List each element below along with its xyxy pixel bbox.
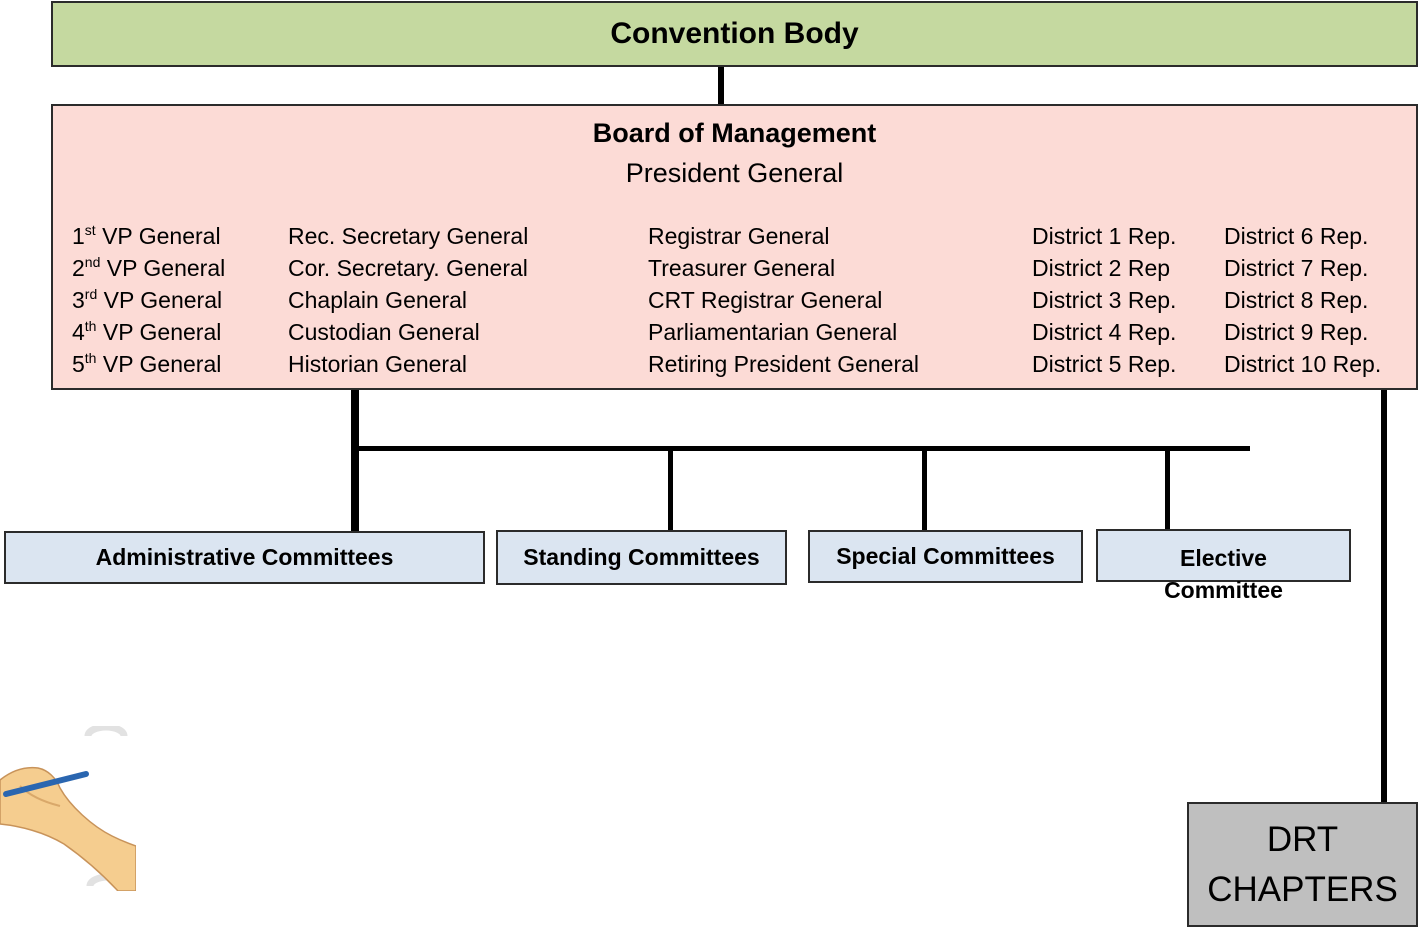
officer-item: Treasurer General bbox=[648, 255, 836, 281]
officer-item: Cor. Secretary. General bbox=[288, 255, 528, 281]
connector-elective bbox=[1165, 449, 1170, 530]
convention-body-box: Convention Body bbox=[51, 1, 1418, 67]
paper-ring-top bbox=[84, 726, 128, 737]
district-column-1: District 1 Rep. District 2 Rep District … bbox=[1032, 220, 1176, 380]
vp-column: 1st VP General 2nd VP General 3rd VP Gen… bbox=[72, 220, 225, 380]
pen-icon bbox=[3, 771, 89, 797]
special-committees-label: Special Committees bbox=[836, 543, 1055, 569]
district-rep-item: District 7 Rep. bbox=[1224, 255, 1369, 281]
hand-shape bbox=[0, 766, 136, 891]
drt-chapters-line2: CHAPTERS bbox=[1207, 869, 1398, 909]
connector-board-trunk bbox=[351, 390, 359, 531]
vp-item: 3rd VP General bbox=[72, 286, 223, 313]
officer-item: Chaplain General bbox=[288, 287, 468, 313]
officer-item: Registrar General bbox=[648, 223, 830, 249]
district-rep-item: District 1 Rep. bbox=[1032, 223, 1177, 249]
board-title: Board of Management bbox=[592, 118, 877, 148]
district-rep-item: District 3 Rep. bbox=[1032, 287, 1177, 313]
connector-special bbox=[922, 449, 927, 530]
secretary-column: Rec. Secretary General Cor. Secretary. G… bbox=[288, 220, 528, 380]
vp-item: 4th VP General bbox=[72, 318, 222, 345]
board-subtitle: President General bbox=[625, 158, 844, 188]
district-rep-item: District 9 Rep. bbox=[1224, 319, 1369, 345]
standing-committees-box: Standing Committees bbox=[496, 530, 787, 585]
vp-item: 2nd VP General bbox=[72, 254, 226, 281]
elective-committee-label-1: Elective bbox=[1180, 545, 1267, 571]
connector-standing bbox=[668, 449, 673, 530]
district-rep-item: District 2 Rep bbox=[1032, 255, 1171, 281]
district-column-2: District 6 Rep. District 7 Rep. District… bbox=[1224, 220, 1381, 380]
district-rep-item: District 6 Rep. bbox=[1224, 223, 1369, 249]
elective-committee-box: Elective Committee bbox=[1096, 529, 1351, 603]
connector-convention-board bbox=[718, 67, 724, 104]
officer-item: Parliamentarian General bbox=[648, 319, 898, 345]
connector-board-drt bbox=[1381, 390, 1387, 802]
officer-item: CRT Registrar General bbox=[648, 287, 883, 313]
vp-item: 5th VP General bbox=[72, 350, 222, 377]
connector-committee-bus bbox=[355, 446, 1250, 451]
officer-item: Custodian General bbox=[288, 319, 480, 345]
elective-committee-label-2: Committee bbox=[1164, 577, 1283, 603]
registrar-column: Registrar General Treasurer General CRT … bbox=[648, 220, 919, 380]
administrative-committees-box: Administrative Committees bbox=[4, 531, 485, 584]
standing-committees-label: Standing Committees bbox=[523, 544, 760, 570]
district-rep-item: District 8 Rep. bbox=[1224, 287, 1369, 313]
vp-item: 1st VP General bbox=[72, 222, 221, 249]
special-committees-box: Special Committees bbox=[808, 530, 1083, 583]
drt-chapters-line1: DRT bbox=[1266, 819, 1339, 859]
hand-writing-illustration bbox=[0, 726, 136, 891]
drt-chapters-box: DRT CHAPTERS bbox=[1187, 802, 1418, 927]
district-rep-item: District 5 Rep. bbox=[1032, 351, 1177, 377]
convention-body-title: Convention Body bbox=[610, 17, 859, 50]
officer-item: Rec. Secretary General bbox=[288, 223, 529, 249]
district-rep-item: District 10 Rep. bbox=[1224, 351, 1382, 377]
board-of-management-box: Board of Management President General 1s… bbox=[51, 104, 1418, 390]
officer-item: Historian General bbox=[288, 351, 467, 377]
administrative-committees-label: Administrative Committees bbox=[95, 544, 394, 570]
district-rep-item: District 4 Rep. bbox=[1032, 319, 1177, 345]
officer-item: Retiring President General bbox=[648, 351, 920, 377]
